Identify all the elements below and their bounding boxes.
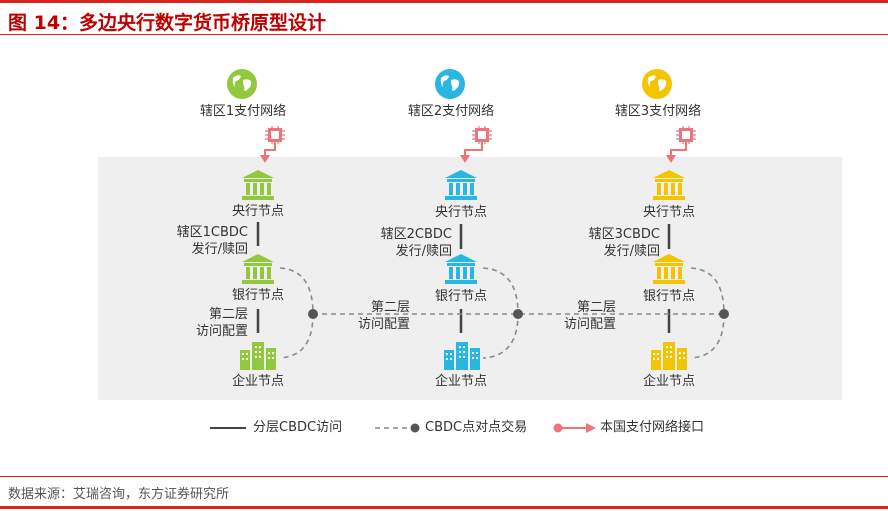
access-config-line1: 第二层 (208, 307, 248, 322)
enterprise-icon (651, 342, 687, 370)
issue-label-line1: 辖区1CBDC (176, 225, 248, 240)
source-note: 数据来源：艾瑞咨询，东方证券研究所 (8, 487, 230, 502)
central-bank-icon (445, 170, 477, 200)
issue-label-line2: 发行/赎回 (603, 244, 660, 259)
access-config-line2: 访问配置 (563, 317, 616, 332)
top-rule (0, 0, 888, 3)
interface-arrow-1 (264, 142, 276, 157)
access-config-label: 第二层 访问配置 (160, 306, 248, 340)
legend-interface-dot (553, 423, 563, 433)
issue-label-line2: 发行/赎回 (191, 242, 248, 257)
legend-interface-arrowhead (586, 423, 596, 433)
bank-icon (242, 254, 274, 284)
issue-label-line1: 辖区2CBDC (380, 227, 452, 242)
footer-rule (0, 476, 888, 477)
legend-interface-label: 本国支付网络接口 (600, 420, 705, 435)
access-config-line2: 访问配置 (195, 324, 248, 339)
central-node-label: 央行节点 (434, 205, 488, 220)
title-rule (0, 34, 888, 35)
enterprise-node-label: 企业节点 (434, 374, 488, 389)
access-config-line2: 访问配置 (357, 317, 410, 332)
network-label: 辖区2支付网络 (407, 104, 495, 119)
enterprise-icon (240, 342, 276, 370)
issue-label-line2: 发行/赎回 (395, 244, 452, 259)
globe-icon (227, 69, 257, 99)
issue-label: 辖区3CBDC 发行/赎回 (560, 226, 660, 260)
access-config-line1: 第二层 (370, 300, 410, 315)
issue-label: 辖区1CBDC 发行/赎回 (150, 224, 248, 258)
bottom-rule (0, 506, 888, 509)
legend-dashed-dot (410, 423, 420, 433)
chip-icon (676, 126, 696, 144)
chip-icon (472, 126, 492, 144)
access-config-label: 第二层 访问配置 (536, 299, 616, 333)
legend-solid-label: 分层CBDC访问 (253, 420, 343, 435)
interface-arrow-2 (464, 142, 483, 157)
enterprise-node-label: 企业节点 (231, 374, 285, 389)
access-config-line1: 第二层 (576, 300, 616, 315)
network-label: 辖区1支付网络 (199, 104, 287, 119)
interface-arrows (264, 142, 687, 157)
access-config-label: 第二层 访问配置 (330, 299, 410, 333)
bank-icon (445, 254, 477, 284)
figure-title: 图 14：多边央行数字货币桥原型设计 (8, 12, 327, 34)
interface-arrowhead-3 (666, 155, 676, 163)
bank-icon (653, 254, 685, 284)
interface-arrowhead-1 (260, 155, 270, 163)
chip-icon (265, 126, 285, 144)
interface-arrowhead-2 (460, 155, 470, 163)
enterprise-node-label: 企业节点 (642, 374, 696, 389)
central-bank-icon (242, 170, 274, 200)
bank-node-label: 银行节点 (434, 289, 488, 304)
bank-node-label: 银行节点 (642, 289, 696, 304)
central-node-label: 央行节点 (231, 204, 285, 219)
globe-icon (642, 69, 672, 99)
issue-label-line1: 辖区3CBDC (588, 227, 660, 242)
central-bank-icon (653, 170, 685, 200)
central-node-label: 央行节点 (642, 205, 696, 220)
p2p-dot-1 (308, 309, 318, 319)
bank-node-label: 银行节点 (231, 288, 285, 303)
issue-label: 辖区2CBDC 发行/赎回 (352, 226, 452, 260)
legend-dashed-label: CBDC点对点交易 (425, 420, 528, 435)
enterprise-icon (444, 342, 480, 370)
globe-icon (435, 69, 465, 99)
p2p-dot-2 (513, 309, 523, 319)
network-label: 辖区3支付网络 (614, 104, 702, 119)
interface-arrow-3 (670, 142, 687, 157)
p2p-dot-3 (719, 309, 729, 319)
